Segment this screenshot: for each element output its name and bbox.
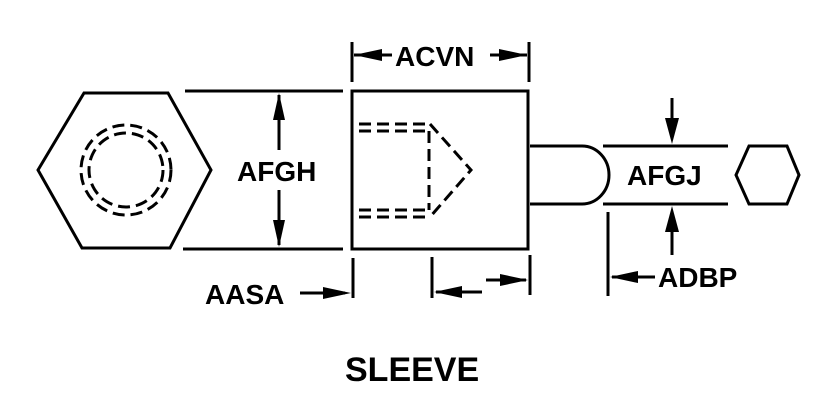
aasa-label: AASA <box>205 279 284 310</box>
afgj-dimension <box>665 98 679 255</box>
hidden-bore <box>359 122 473 219</box>
hex-end-view <box>36 91 213 250</box>
acvn-label: ACVN <box>395 41 474 72</box>
arrow-right-icon <box>323 287 351 299</box>
sleeve-body <box>350 89 530 251</box>
adbp-label: ADBP <box>658 262 737 293</box>
afgh-label: AFGH <box>237 156 316 187</box>
arrow-left-icon <box>434 286 462 298</box>
arrow-down-icon <box>273 220 285 247</box>
arrow-up-icon <box>665 206 679 232</box>
aasa-dimension <box>300 287 351 299</box>
afgh-dimension <box>273 93 285 247</box>
arrow-down-icon <box>665 118 679 144</box>
depth-dimension <box>434 274 528 298</box>
arrow-left-icon <box>354 49 382 61</box>
acvn-dimension <box>350 42 531 82</box>
afgj-label: AFGJ <box>627 160 702 191</box>
arrow-right-icon <box>500 274 528 286</box>
drawing-title: SLEEVE <box>345 351 479 389</box>
hex-outline <box>36 91 213 250</box>
arrow-right-icon <box>499 49 527 61</box>
adbp-dimension <box>610 271 655 283</box>
small-hex-icon <box>734 144 801 206</box>
rounded-pin <box>530 144 611 206</box>
arrow-up-icon <box>273 93 285 120</box>
arrow-left-icon <box>610 271 638 283</box>
bore-inner-circle <box>87 131 165 209</box>
bore-outer-circle <box>79 123 173 217</box>
